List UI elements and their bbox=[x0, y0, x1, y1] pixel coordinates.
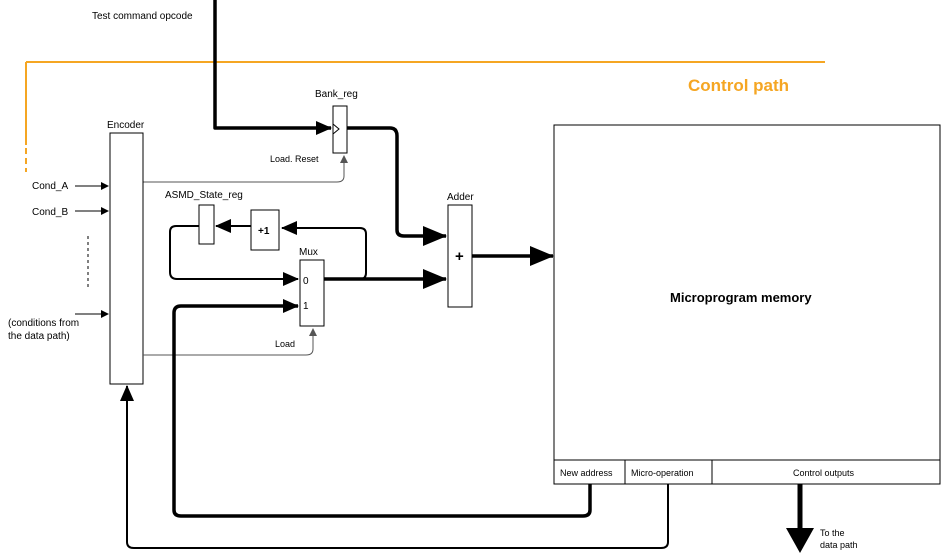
micro-operation-field: Micro-operation bbox=[631, 468, 694, 478]
bank-reg-clock bbox=[332, 123, 340, 135]
mux-box bbox=[299, 259, 325, 327]
mux-input-0-label: 0 bbox=[303, 276, 309, 287]
mux-control-wire bbox=[143, 328, 317, 356]
new-address-field: New address bbox=[560, 468, 613, 478]
conditions-label-line1: (conditions from bbox=[8, 318, 79, 329]
bank-reg-box bbox=[332, 105, 348, 154]
microprogram-memory-box bbox=[553, 124, 941, 485]
load-reset-label: Load. Reset bbox=[270, 154, 319, 164]
asmd-state-reg-box bbox=[198, 204, 215, 245]
mux-input-1-label: 1 bbox=[303, 301, 309, 312]
mux-label: Mux bbox=[299, 247, 318, 258]
to-data-path-line2: data path bbox=[820, 540, 858, 550]
control-path-title: Control path bbox=[688, 76, 789, 95]
to-data-path-line1: To the bbox=[820, 528, 845, 538]
new-address-to-mux-wire bbox=[172, 299, 592, 518]
state-reg-to-mux-wire bbox=[169, 225, 299, 286]
control-outputs-arrowhead bbox=[786, 528, 814, 553]
bank-reg-control-wire bbox=[143, 155, 348, 183]
bank-reg-label: Bank_reg bbox=[315, 89, 358, 100]
incrementer-label: +1 bbox=[258, 226, 270, 237]
control-path-boundary: Control path bbox=[25, 61, 825, 172]
load-label: Load bbox=[275, 339, 295, 349]
microprogram-memory-title: Microprogram memory bbox=[670, 290, 812, 305]
mux-feedback-wire bbox=[281, 221, 367, 280]
asmd-state-reg-label: ASMD_State_reg bbox=[165, 190, 243, 201]
micro-operation-to-encoder-wire bbox=[120, 385, 669, 549]
opcode-wire bbox=[213, 0, 332, 135]
adder-box bbox=[447, 204, 473, 308]
control-outputs-field: Control outputs bbox=[793, 468, 855, 478]
cond-b-label: Cond_B bbox=[32, 207, 68, 218]
conditions-label-line2: the data path) bbox=[8, 331, 70, 342]
incrementer-box bbox=[250, 209, 280, 251]
adder-sign: + bbox=[455, 248, 464, 265]
cond-a-label: Cond_A bbox=[32, 181, 68, 192]
encoder-box bbox=[109, 132, 144, 385]
encoder-label: Encoder bbox=[107, 120, 145, 131]
adder-label: Adder bbox=[447, 192, 474, 203]
test-command-opcode-label: Test command opcode bbox=[92, 11, 193, 22]
bank-to-adder-wire bbox=[347, 126, 447, 246]
